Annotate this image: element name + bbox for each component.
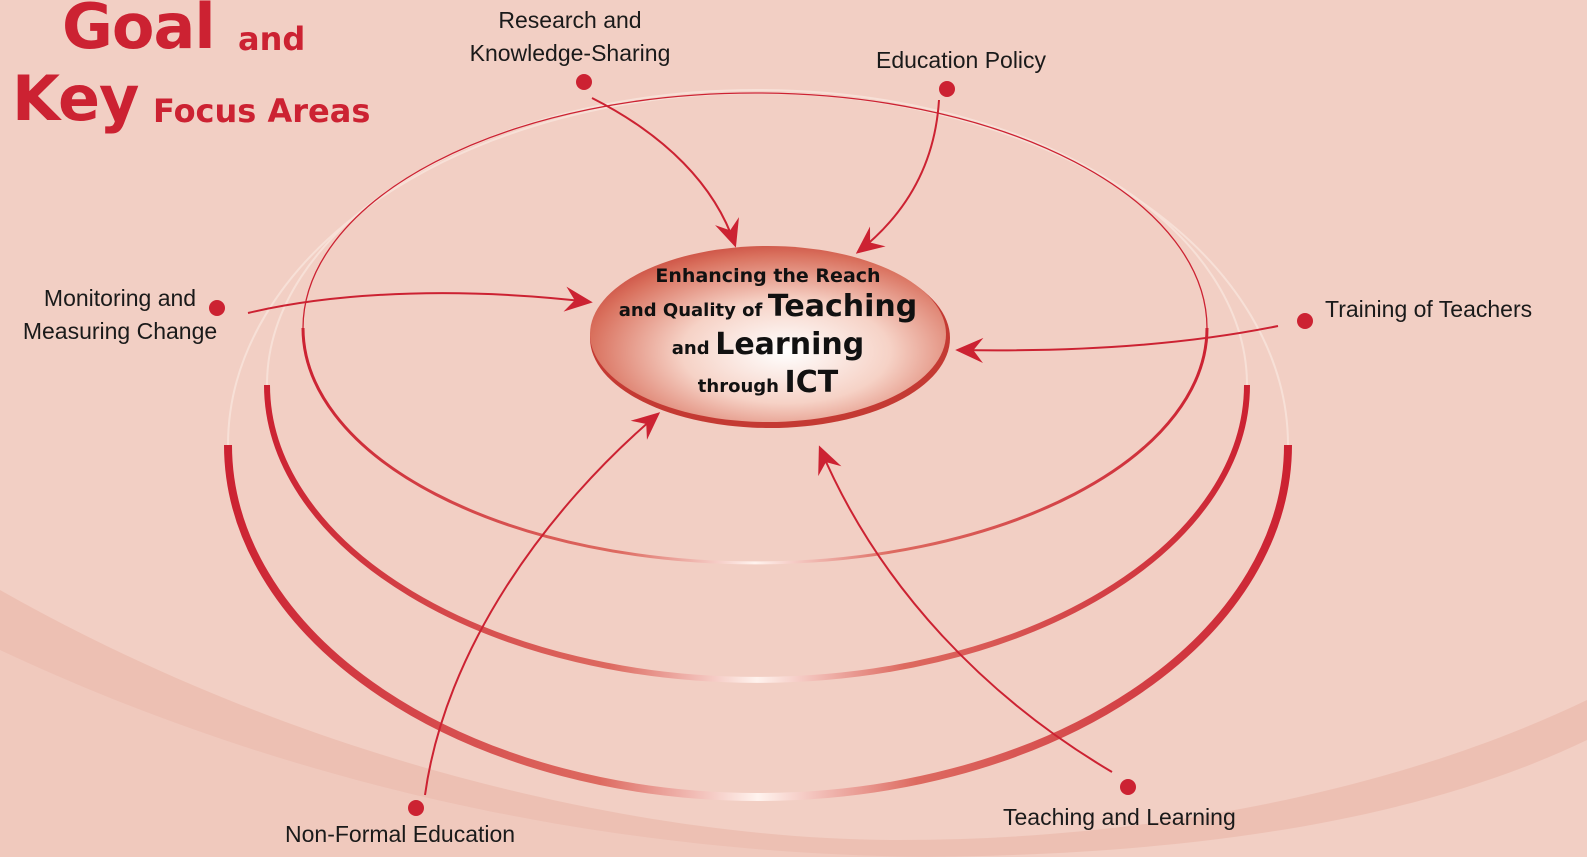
title-and: and: [238, 20, 306, 58]
arrow-nonformal: [424, 412, 661, 796]
focus-area-policy-dot: [939, 81, 955, 97]
focus-area-monitoring: Monitoring and Measuring Change: [0, 282, 240, 348]
goal-core-text: Enhancing the Reach and Quality of Teach…: [598, 262, 938, 404]
arrow-training: [955, 325, 1279, 364]
goal-core: [590, 246, 950, 428]
inner-ring: [301, 92, 1209, 565]
core-line-3: and Learning: [671, 327, 865, 362]
focus-area-nonformal-line-1: Non-Formal Education: [285, 821, 516, 847]
outer-ring: [224, 92, 1292, 801]
focus-area-monitoring-dot: [209, 300, 225, 316]
focus-area-nonformal-dot: [408, 800, 424, 816]
focus-area-research-dot: [576, 74, 592, 90]
focus-area-monitoring-line-2: Measuring Change: [22, 318, 218, 344]
core-line-1: Enhancing the Reach: [655, 265, 881, 287]
focus-area-research-line-1: Research and: [498, 7, 642, 33]
focus-area-training: Training of Teachers: [1325, 293, 1532, 326]
focus-area-monitoring-line-1: Monitoring and: [43, 285, 197, 311]
title-focus-areas: Focus Areas: [153, 92, 371, 130]
focus-area-teaching-dot: [1120, 779, 1136, 795]
arrow-teaching: [818, 445, 1113, 773]
focus-area-training-line-1: Training of Teachers: [1325, 296, 1533, 322]
middle-ring: [264, 89, 1250, 683]
title-goal: Goal: [62, 0, 216, 63]
focus-area-policy-line-1: Education Policy: [876, 47, 1047, 73]
arrow-monitoring: [247, 286, 593, 314]
focus-area-policy: Education Policy: [876, 44, 1046, 77]
focus-area-research-line-2: Knowledge-Sharing: [469, 40, 671, 66]
arrow-policy: [855, 99, 940, 254]
title-key: Key: [12, 62, 139, 135]
core-line-4: through ICT: [697, 365, 839, 400]
focus-area-research: Research and Knowledge-Sharing: [440, 4, 700, 70]
focus-area-training-dot: [1297, 313, 1313, 329]
focus-area-teaching-line-1: Teaching and Learning: [1003, 804, 1236, 830]
arrow-research: [591, 97, 739, 248]
background-swoosh-light: [0, 650, 950, 857]
background-swoosh: [0, 590, 1587, 857]
focus-area-nonformal: Non-Formal Education: [285, 818, 515, 851]
core-line-2: and Quality of Teaching: [618, 289, 918, 324]
focus-area-teaching: Teaching and Learning: [1003, 801, 1236, 834]
